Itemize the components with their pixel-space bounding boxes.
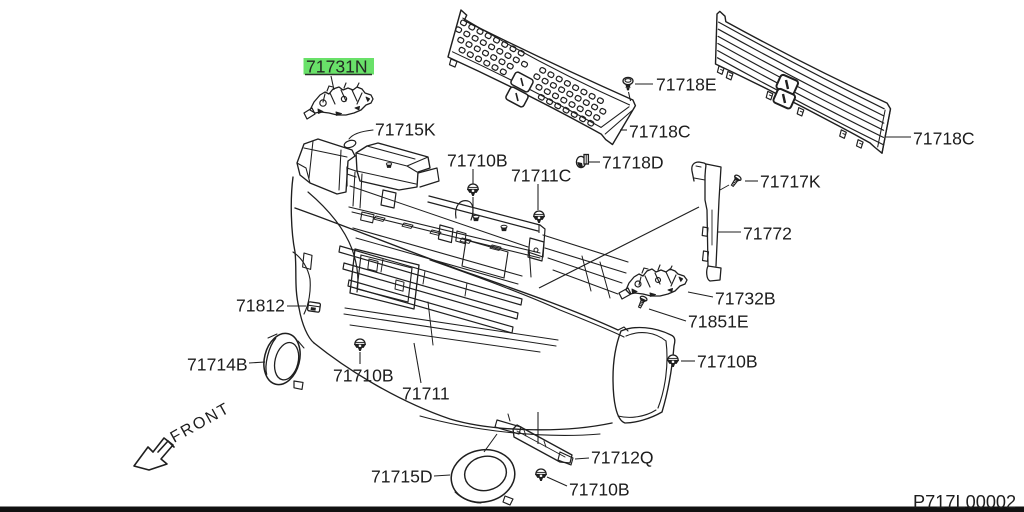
svg-text:71731N: 71731N xyxy=(306,57,368,77)
svg-text:71710B: 71710B xyxy=(569,480,630,500)
svg-text:71732B: 71732B xyxy=(715,289,776,309)
svg-text:71772: 71772 xyxy=(743,224,792,244)
svg-text:71718D: 71718D xyxy=(602,153,664,173)
svg-text:71711: 71711 xyxy=(402,384,450,404)
svg-text:71710B: 71710B xyxy=(697,352,758,372)
svg-text:71715K: 71715K xyxy=(375,120,436,140)
svg-text:P717L00002: P717L00002 xyxy=(913,492,1016,512)
svg-text:71812: 71812 xyxy=(236,296,285,316)
svg-text:71711C: 71711C xyxy=(511,166,572,186)
svg-text:71851E: 71851E xyxy=(688,312,749,332)
svg-text:71718C: 71718C xyxy=(913,129,975,149)
svg-text:71717K: 71717K xyxy=(760,172,821,192)
svg-text:71715D: 71715D xyxy=(371,467,433,487)
svg-text:71714B: 71714B xyxy=(187,355,248,375)
svg-text:71712Q: 71712Q xyxy=(591,448,654,468)
svg-text:71710B: 71710B xyxy=(447,151,508,171)
svg-text:71710B: 71710B xyxy=(333,366,394,386)
svg-text:71718C: 71718C xyxy=(629,122,691,142)
svg-text:71718E: 71718E xyxy=(656,75,717,95)
